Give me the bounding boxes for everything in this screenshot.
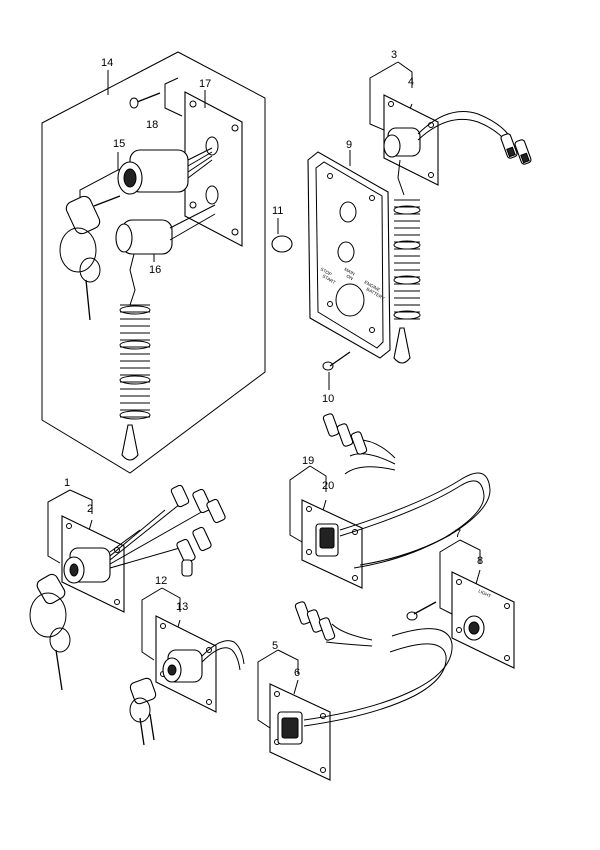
plug-11 xyxy=(271,218,293,253)
plate-label-main: MAIN xyxy=(344,267,356,277)
callout-13: 13 xyxy=(176,601,188,613)
callout-1: 1 xyxy=(64,477,70,489)
assembly-14-panel-group xyxy=(41,51,266,474)
screw-7 xyxy=(406,601,437,621)
callout-5: 5 xyxy=(272,640,278,652)
callout-4: 4 xyxy=(408,76,414,88)
callout-8: 8 xyxy=(477,555,483,567)
stop-switch-16 xyxy=(115,204,216,461)
light-switch-assembly-7: LIGHT xyxy=(439,539,515,669)
callout-16: 16 xyxy=(149,264,161,276)
stop-switch-plate-9: STOP START MAIN ON ENGINE BATTERY xyxy=(307,150,391,359)
stop-switch-assembly-3 xyxy=(369,61,532,364)
callout-19: 19 xyxy=(302,455,314,467)
screw-18 xyxy=(129,92,161,109)
callout-20: 20 xyxy=(322,480,334,492)
screw-10 xyxy=(322,351,351,390)
key-switch-assembly-12 xyxy=(129,587,245,746)
callout-labels: 1 2 3 4 5 6 7 8 9 10 11 12 13 14 15 16 1… xyxy=(64,49,483,679)
plate-label-stop: STOP xyxy=(320,267,333,277)
connector-icon xyxy=(294,601,336,641)
key-icon xyxy=(29,573,71,691)
switch-assembly-19 xyxy=(289,413,491,589)
plate-label-light: LIGHT xyxy=(478,588,492,598)
callout-17: 17 xyxy=(199,78,211,90)
callout-18: 18 xyxy=(146,119,158,131)
callout-6: 6 xyxy=(294,667,300,679)
plate-label-on: ON xyxy=(346,274,354,282)
key-icon xyxy=(129,677,157,746)
callout-7: 7 xyxy=(455,528,461,540)
connector-icon xyxy=(500,133,532,165)
callout-2: 2 xyxy=(87,503,93,515)
callout-10: 10 xyxy=(322,393,334,405)
connector-icon xyxy=(170,484,226,577)
ignition-switch-15 xyxy=(117,147,213,195)
callout-11: 11 xyxy=(272,205,283,217)
switch-assembly-5 xyxy=(257,601,453,781)
plate-label-start: START xyxy=(322,274,337,286)
key-icon xyxy=(59,195,121,321)
callout-3: 3 xyxy=(391,49,397,61)
callout-15: 15 xyxy=(113,138,125,150)
callout-14: 14 xyxy=(101,57,113,69)
main-switch-assembly-1 xyxy=(29,484,226,691)
callout-12: 12 xyxy=(155,575,167,587)
callout-9: 9 xyxy=(346,139,352,151)
connector-icon xyxy=(322,413,368,455)
